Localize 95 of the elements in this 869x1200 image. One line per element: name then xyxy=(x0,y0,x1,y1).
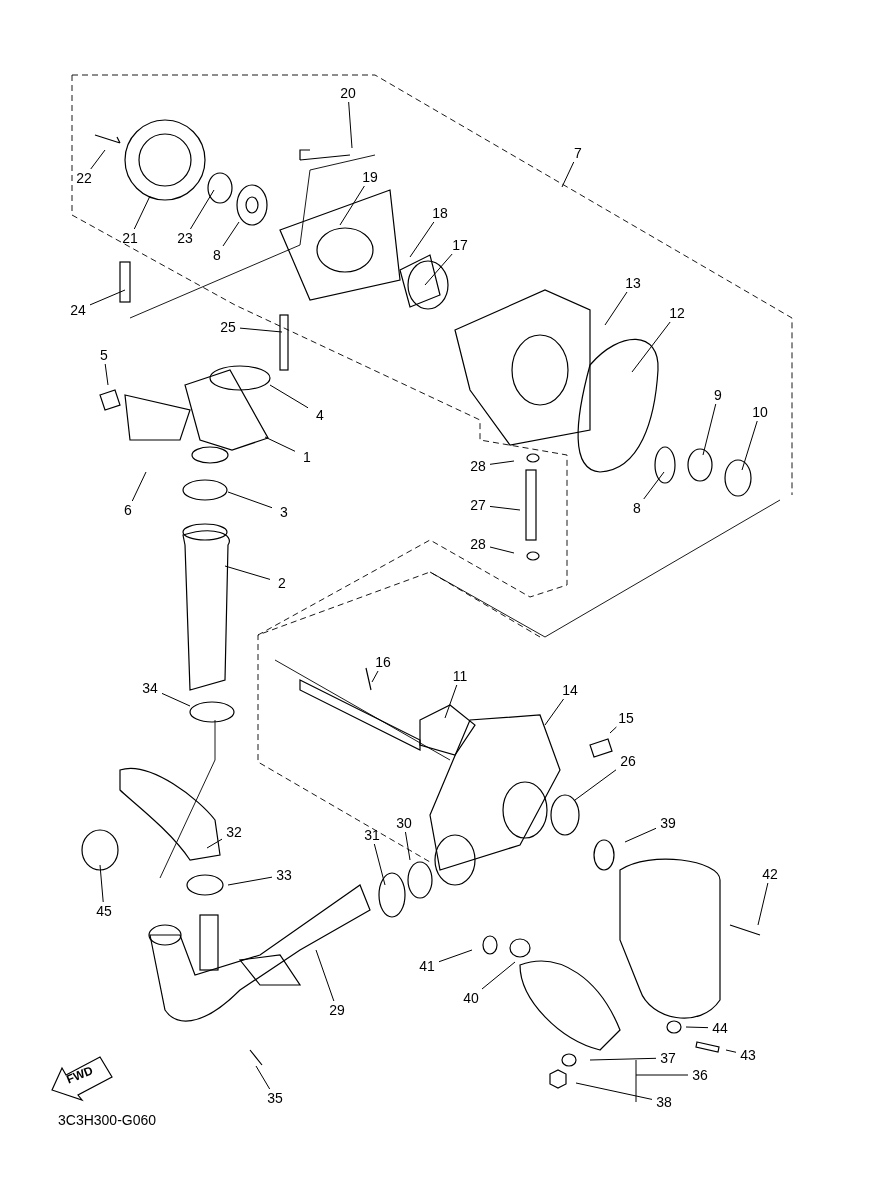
leader-line xyxy=(624,827,657,843)
leader-line xyxy=(575,1082,653,1100)
callout-number: 3 xyxy=(272,503,296,521)
callout-number: 31 xyxy=(360,826,384,844)
callout-number: 18 xyxy=(428,204,452,222)
leader-line xyxy=(544,698,565,726)
leader-line xyxy=(635,1074,689,1076)
leader-line xyxy=(404,831,411,861)
callout-number: 19 xyxy=(358,168,382,186)
leader-line xyxy=(631,321,671,373)
leader-line xyxy=(725,1049,737,1053)
leader-line xyxy=(489,505,521,511)
leader-line xyxy=(741,420,758,471)
callout-number: 37 xyxy=(656,1049,680,1067)
callout-number: 28 xyxy=(466,457,490,475)
callout-number: 14 xyxy=(558,681,582,699)
callout-number: 6 xyxy=(116,501,140,519)
leader-line xyxy=(104,363,109,386)
leader-line xyxy=(481,961,516,990)
callout-number: 26 xyxy=(616,752,640,770)
callout-number: 40 xyxy=(459,989,483,1007)
callout-number: 35 xyxy=(263,1089,287,1107)
leader-line xyxy=(589,1057,657,1061)
callout-number: 29 xyxy=(325,1001,349,1019)
callout-number: 25 xyxy=(216,318,240,336)
leader-line xyxy=(574,769,617,801)
callout-number: 38 xyxy=(652,1093,676,1111)
leader-line xyxy=(133,195,151,230)
leader-line xyxy=(702,403,717,456)
callout-number: 21 xyxy=(118,229,142,247)
leader-line xyxy=(489,546,515,554)
leader-line xyxy=(371,670,379,683)
callout-number: 43 xyxy=(736,1046,760,1064)
leader-line xyxy=(561,161,575,188)
callout-number: 33 xyxy=(272,866,296,884)
leader-line xyxy=(224,565,271,580)
leader-line xyxy=(444,684,458,719)
callout-number: 8 xyxy=(205,246,229,264)
leader-line xyxy=(604,291,628,326)
callout-number: 10 xyxy=(748,403,772,421)
callout-number: 12 xyxy=(665,304,689,322)
callout-number: 22 xyxy=(72,169,96,187)
callout-number: 44 xyxy=(708,1019,732,1037)
callout-number: 42 xyxy=(758,865,782,883)
leader-line xyxy=(264,436,296,452)
leader-line xyxy=(206,838,223,849)
leader-line xyxy=(90,149,106,170)
callout-number: 13 xyxy=(621,274,645,292)
callout-number: 28 xyxy=(466,535,490,553)
leader-line xyxy=(315,949,335,1002)
leader-line xyxy=(757,882,769,926)
callout-number: 45 xyxy=(92,902,116,920)
callout-number: 17 xyxy=(448,236,472,254)
callout-number: 32 xyxy=(222,823,246,841)
callout-number: 39 xyxy=(656,814,680,832)
callout-number: 16 xyxy=(371,653,395,671)
callout-number: 15 xyxy=(614,709,638,727)
leader-line xyxy=(269,384,309,409)
leader-line xyxy=(339,185,365,226)
leader-line xyxy=(99,864,104,903)
leader-line xyxy=(685,1026,709,1029)
leader-line xyxy=(373,843,386,886)
leader-line xyxy=(89,289,126,306)
leader-line xyxy=(643,471,665,500)
leader-line xyxy=(409,221,435,258)
leader-line xyxy=(189,189,215,230)
callout-number: 36 xyxy=(688,1066,712,1084)
leader-line xyxy=(348,101,353,149)
callout-number: 2 xyxy=(270,574,294,592)
leader-line xyxy=(438,949,473,963)
callout-number: 7 xyxy=(566,144,590,162)
callout-number: 34 xyxy=(138,679,162,697)
callout-number: 20 xyxy=(336,84,360,102)
leader-line xyxy=(222,221,240,247)
callout-number: 41 xyxy=(415,957,439,975)
leader-line xyxy=(131,471,147,502)
callout-number: 8 xyxy=(625,499,649,517)
callout-number: 27 xyxy=(466,496,490,514)
callout-number: 1 xyxy=(295,448,319,466)
callout-number: 9 xyxy=(706,386,730,404)
leader-line xyxy=(227,876,273,886)
part-code: 3C3H300-G060 xyxy=(58,1112,157,1128)
leader-line xyxy=(239,327,283,333)
callout-number: 30 xyxy=(392,814,416,832)
callout-number: 5 xyxy=(92,346,116,364)
callout-number: 11 xyxy=(448,667,472,685)
leader-line xyxy=(255,1065,271,1090)
leader-line xyxy=(161,692,191,707)
callout-number: 24 xyxy=(66,301,90,319)
callout-number: 4 xyxy=(308,406,332,424)
fwd-text: FWD xyxy=(64,1063,95,1087)
callout-number: 23 xyxy=(173,229,197,247)
leader-line xyxy=(227,491,273,509)
leader-line xyxy=(489,460,515,465)
leader-line xyxy=(609,726,617,734)
